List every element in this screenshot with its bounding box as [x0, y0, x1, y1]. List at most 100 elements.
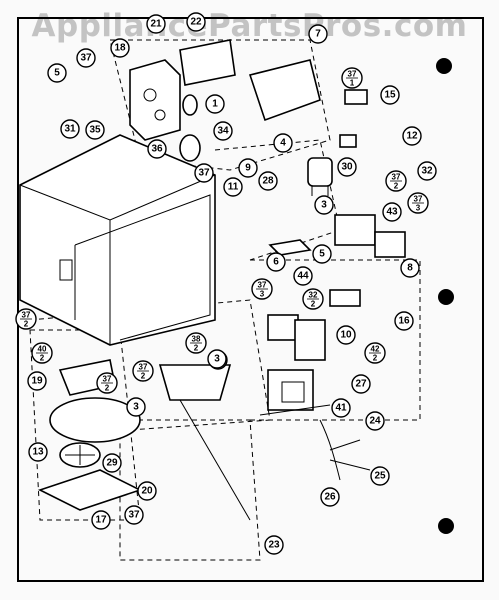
- diagram-border: [17, 17, 484, 582]
- svg-text:6: 6: [273, 257, 279, 268]
- svg-text:1: 1: [212, 99, 218, 110]
- callout-37-3: 373: [251, 278, 273, 300]
- callout-26: 26: [320, 487, 340, 507]
- callout-4: 4: [273, 133, 293, 153]
- svg-text:29: 29: [106, 458, 118, 469]
- svg-text:38: 38: [192, 335, 201, 344]
- svg-text:37: 37: [198, 168, 210, 179]
- callout-38-2: 382: [185, 332, 207, 354]
- callout-12: 12: [402, 126, 422, 146]
- svg-text:27: 27: [355, 379, 367, 390]
- binder-hole-top: [436, 58, 452, 74]
- svg-text:8: 8: [407, 263, 413, 274]
- svg-text:25: 25: [374, 471, 386, 482]
- svg-text:28: 28: [262, 176, 274, 187]
- svg-text:13: 13: [32, 447, 44, 458]
- svg-text:18: 18: [114, 43, 126, 54]
- svg-text:37: 37: [103, 375, 112, 384]
- svg-text:37: 37: [22, 311, 31, 320]
- callout-37-2: 372: [96, 372, 118, 394]
- svg-text:37: 37: [80, 53, 92, 64]
- callout-37-2: 372: [385, 170, 407, 192]
- callout-40-2: 402: [31, 342, 53, 364]
- lamp-bulb-1: [179, 134, 201, 162]
- callout-37: 37: [76, 48, 96, 68]
- svg-text:42: 42: [371, 345, 380, 354]
- low-voltage-transformer: [259, 369, 331, 416]
- svg-text:3: 3: [133, 402, 139, 413]
- svg-text:3: 3: [260, 290, 265, 299]
- callout-41: 41: [331, 398, 351, 418]
- callout-18: 18: [110, 38, 130, 58]
- binder-hole-middle: [438, 289, 454, 305]
- svg-text:15: 15: [384, 90, 396, 101]
- callout-1: 1: [205, 94, 225, 114]
- shield-plate: [179, 39, 236, 86]
- callout-42-2: 422: [364, 342, 386, 364]
- callout-35: 35: [85, 120, 105, 140]
- svg-text:5: 5: [319, 249, 325, 260]
- oven-cavity: [19, 134, 216, 346]
- svg-text:31: 31: [64, 124, 76, 135]
- diode: [268, 239, 312, 256]
- svg-text:32: 32: [309, 291, 318, 300]
- svg-text:23: 23: [268, 540, 280, 551]
- svg-text:2: 2: [40, 354, 45, 363]
- mounting-bracket: [248, 59, 321, 122]
- svg-text:10: 10: [340, 330, 352, 341]
- svg-text:22: 22: [190, 17, 202, 28]
- callout-37-2: 372: [15, 308, 37, 330]
- callout-22: 22: [186, 12, 206, 32]
- callout-37-2: 372: [132, 360, 154, 382]
- callout-8: 8: [400, 258, 420, 278]
- callout-5: 5: [312, 244, 332, 264]
- svg-text:44: 44: [297, 271, 309, 282]
- svg-text:20: 20: [141, 486, 153, 497]
- high-voltage-transformer: [334, 214, 406, 258]
- callout-21: 21: [146, 14, 166, 34]
- callout-34: 34: [213, 121, 233, 141]
- air-duct: [158, 364, 232, 401]
- monitor-switch: [339, 134, 357, 148]
- callout-27: 27: [351, 374, 371, 394]
- callout-43: 43: [382, 202, 402, 222]
- callout-15: 15: [380, 85, 400, 105]
- svg-text:9: 9: [245, 163, 251, 174]
- callout-3: 3: [126, 397, 146, 417]
- callout-20: 20: [137, 481, 157, 501]
- callout-29: 29: [102, 453, 122, 473]
- callout-6: 6: [266, 252, 286, 272]
- svg-text:7: 7: [315, 29, 321, 40]
- callout-9: 9: [238, 158, 258, 178]
- svg-text:26: 26: [324, 492, 336, 503]
- svg-text:3: 3: [321, 200, 327, 211]
- svg-text:36: 36: [151, 144, 163, 155]
- svg-text:12: 12: [406, 131, 418, 142]
- wire-24: [329, 439, 361, 451]
- callout-5: 5: [47, 63, 67, 83]
- callout-37-3: 373: [407, 192, 429, 214]
- svg-text:34: 34: [217, 126, 229, 137]
- wire-harness-41: [319, 419, 341, 481]
- svg-text:2: 2: [105, 384, 110, 393]
- svg-text:1: 1: [350, 79, 355, 88]
- callout-13: 13: [28, 442, 48, 462]
- wire-25: [329, 459, 371, 471]
- callout-3: 3: [314, 195, 334, 215]
- duct-rail: [179, 399, 251, 521]
- svg-text:19: 19: [31, 376, 43, 387]
- svg-text:37: 37: [414, 195, 423, 204]
- callout-24: 24: [365, 411, 385, 431]
- callout-32-2: 322: [302, 288, 324, 310]
- svg-text:41: 41: [335, 403, 347, 414]
- binder-hole-bottom: [438, 518, 454, 534]
- svg-text:3: 3: [214, 354, 220, 365]
- callout-28: 28: [258, 171, 278, 191]
- svg-text:5: 5: [54, 68, 60, 79]
- lamp-bulb-12: [182, 94, 198, 116]
- callout-16: 16: [394, 311, 414, 331]
- svg-text:4: 4: [280, 138, 286, 149]
- callout-25: 25: [370, 466, 390, 486]
